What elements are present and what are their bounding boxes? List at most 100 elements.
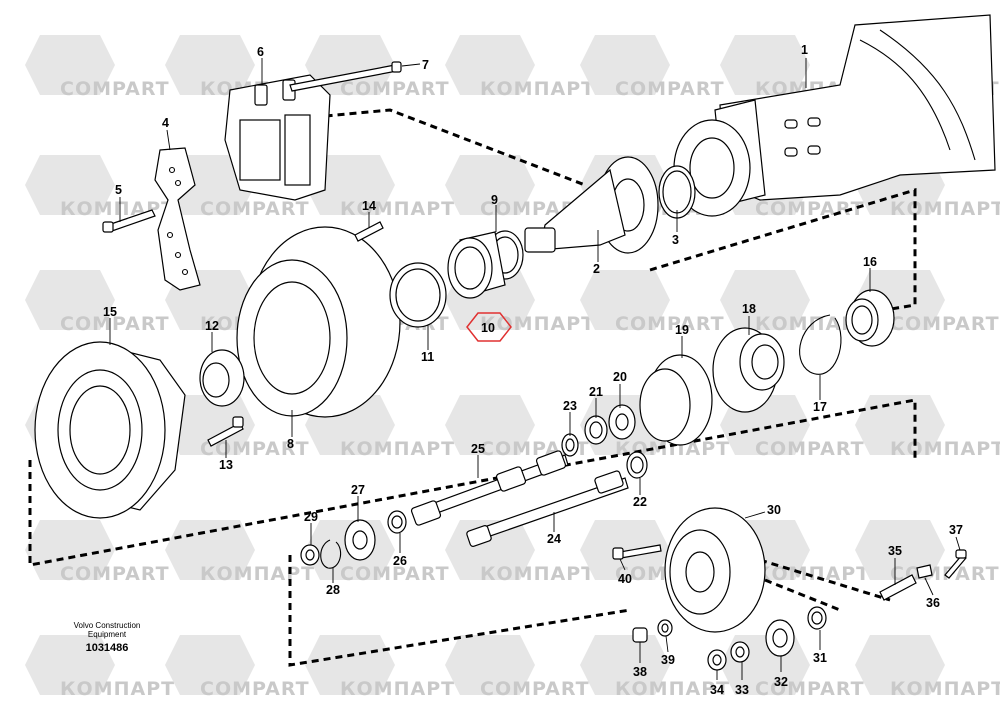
watermark-text: COMPART [200, 678, 310, 700]
callout-21: 21 [589, 385, 603, 399]
watermark-emblem [445, 35, 535, 95]
watermark-emblem [25, 155, 115, 215]
watermark-text: КОМПАРТ [340, 198, 455, 220]
wheel-hub [34, 341, 186, 519]
bolt-40 [612, 544, 662, 560]
caption-line2: Equipment [88, 630, 127, 639]
watermark-text: COMPART [615, 313, 725, 335]
callout-11: 11 [421, 350, 434, 364]
callout-3: 3 [672, 233, 679, 247]
watermark-text: COMPART [60, 563, 170, 585]
bushing-31 [807, 606, 827, 630]
brake-disc [236, 226, 401, 418]
watermark-emblem [720, 270, 810, 330]
bolt-5 [102, 209, 156, 233]
ring-gear-carrier [712, 327, 785, 413]
watermark-text: COMPART [200, 198, 310, 220]
watermark-text: КОМПАРТ [890, 438, 1000, 460]
callout-28: 28 [326, 583, 340, 597]
watermark-emblem [25, 520, 115, 580]
callout-30: 30 [767, 503, 781, 517]
watermark-emblem [580, 270, 670, 330]
watermark-text: COMPART [890, 313, 1000, 335]
brake-caliper [224, 74, 331, 201]
callout-15: 15 [103, 305, 117, 319]
watermark-emblem [165, 635, 255, 695]
watermark-text: КОМПАРТ [340, 678, 455, 700]
watermark-emblem [445, 395, 535, 455]
planet-gear [765, 619, 795, 657]
callout-19: 19 [675, 323, 689, 337]
callout-32: 32 [774, 675, 788, 689]
watermark-emblem [855, 520, 945, 580]
washer-34 [707, 649, 727, 671]
watermark-text: КОМПАРТ [890, 198, 1000, 220]
callout-22: 22 [633, 495, 647, 509]
watermark-emblem [305, 155, 395, 215]
callout-7: 7 [422, 58, 429, 72]
circlip-28 [320, 539, 342, 569]
callout-2: 2 [593, 262, 600, 276]
callout-17: 17 [813, 400, 827, 414]
ring-22 [626, 451, 648, 479]
watermark-emblem [25, 35, 115, 95]
watermark-emblem [445, 155, 535, 215]
callout-1: 1 [801, 43, 808, 57]
callout-38: 38 [633, 665, 647, 679]
bearing-12 [199, 349, 245, 407]
callout-10: 10 [481, 321, 495, 335]
watermark-text: КОМПАРТ [480, 78, 595, 100]
watermark-emblem [580, 635, 670, 695]
bearing-10 [447, 231, 506, 299]
watermark-emblem [445, 635, 535, 695]
watermark-emblem [165, 35, 255, 95]
o-ring [658, 165, 696, 219]
watermark-text: КОМПАРТ [615, 678, 730, 700]
screw-37 [944, 549, 967, 579]
callout-20: 20 [613, 370, 627, 384]
callout-33: 33 [735, 683, 749, 697]
watermark-emblem [165, 395, 255, 455]
plug-38 [632, 627, 648, 643]
watermark-emblem [580, 35, 670, 95]
sun-gear [344, 519, 376, 561]
highlight-hexagon [466, 312, 512, 342]
callout-27: 27 [351, 483, 365, 497]
watermark-text: COMPART [755, 678, 865, 700]
washer-33 [730, 641, 750, 663]
callout-31: 31 [813, 651, 827, 665]
callout-36: 36 [926, 596, 940, 610]
washer-20 [608, 404, 636, 440]
watermark-text: КОМПАРТ [890, 678, 1000, 700]
clip-36 [916, 564, 933, 579]
bolt-13 [207, 416, 244, 447]
watermark-emblem [855, 635, 945, 695]
watermark-text: COMPART [200, 438, 310, 460]
callout-34: 34 [710, 683, 724, 697]
watermark-emblem [305, 635, 395, 695]
seal-39 [657, 619, 673, 637]
watermark-text: COMPART [340, 563, 450, 585]
watermark-emblem [580, 520, 670, 580]
callout-24: 24 [547, 532, 561, 546]
drive-shaft-24 [466, 470, 629, 547]
callout-9: 9 [491, 193, 498, 207]
planet-carrier [664, 507, 766, 633]
watermark-text: COMPART [60, 78, 170, 100]
watermark-emblem [855, 395, 945, 455]
ring-23 [561, 433, 579, 457]
watermark-text: КОМПАРТ [340, 438, 455, 460]
watermark-text: COMPART [60, 313, 170, 335]
callout-23: 23 [563, 399, 577, 413]
seal-ring [389, 262, 447, 328]
caliper-bracket [154, 147, 201, 291]
watermark-text: COMPART [340, 78, 450, 100]
bearing-16 [845, 289, 895, 347]
watermark-text: КОМПАРТ [60, 198, 175, 220]
callout-14: 14 [362, 199, 376, 213]
callout-13: 13 [219, 458, 233, 472]
callout-labels: 1 2 3 4 5 6 7 8 9 10 11 12 13 14 15 16 1… [103, 43, 963, 697]
callout-4: 4 [162, 116, 169, 130]
stud-14 [354, 221, 384, 242]
callout-16: 16 [863, 255, 877, 269]
